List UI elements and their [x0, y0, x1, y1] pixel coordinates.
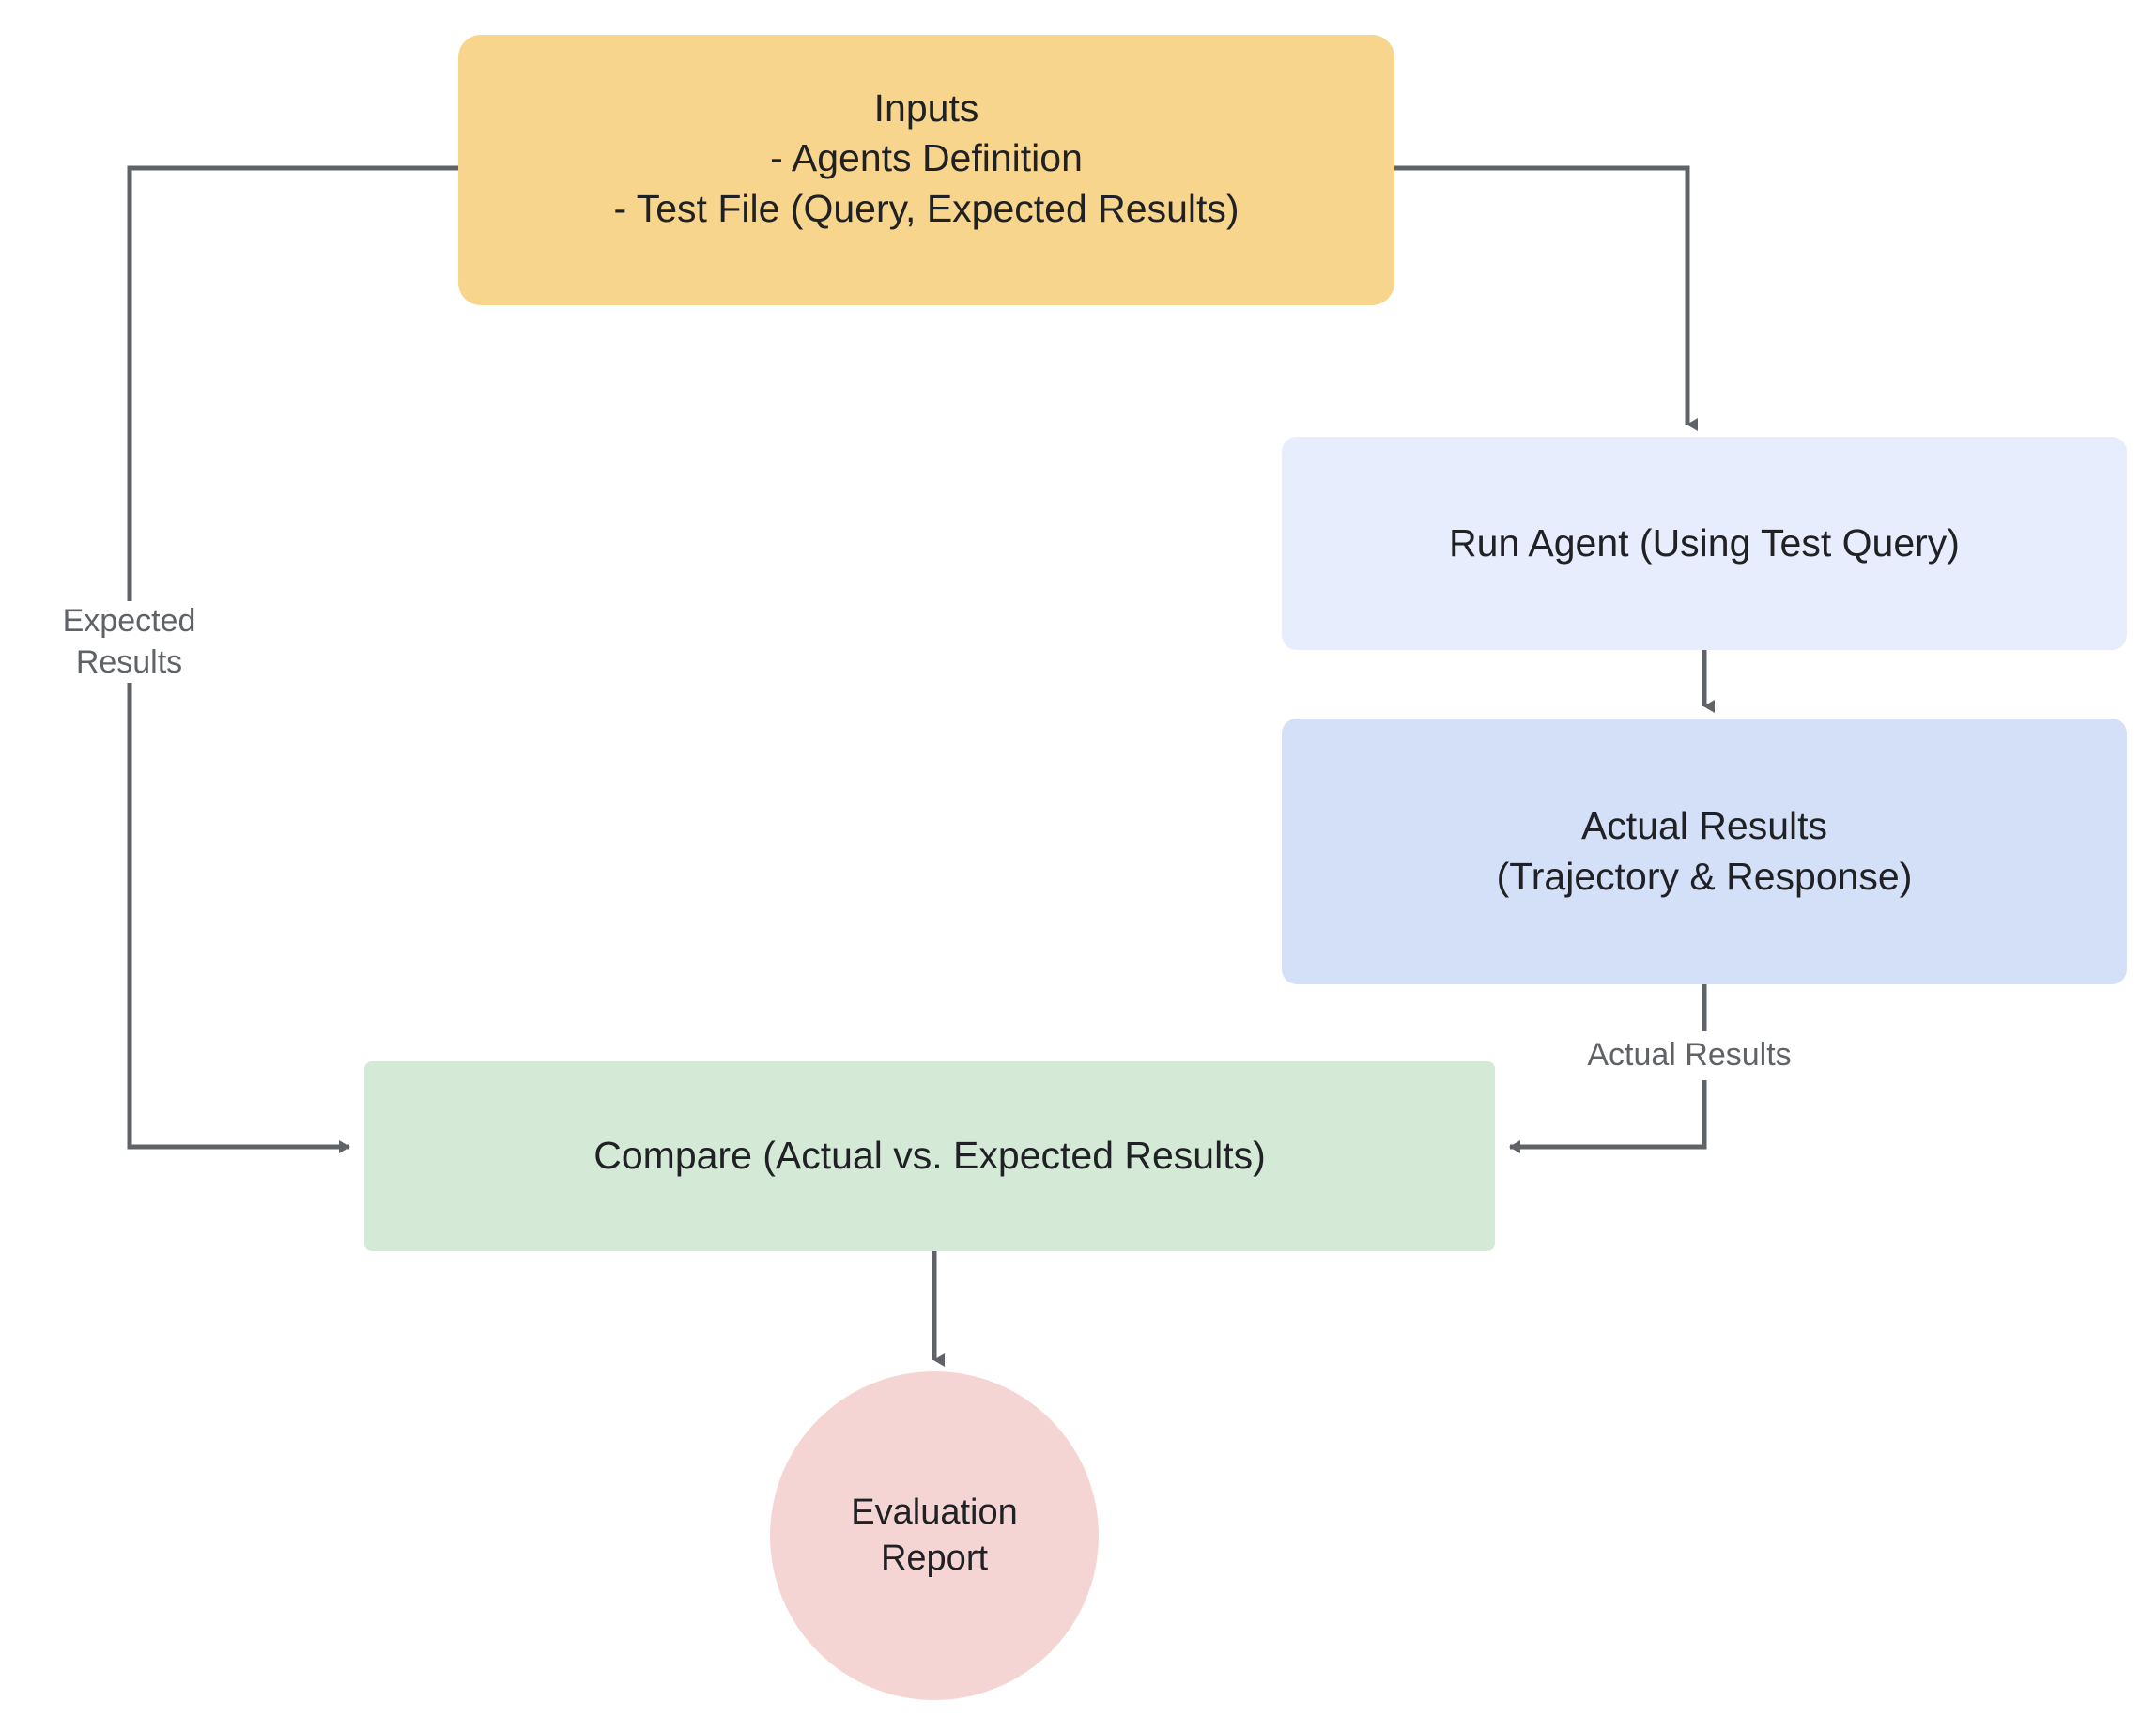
node-actual-results-label: Actual Results (Trajectory & Response) [1496, 804, 1913, 898]
node-actual-results[interactable]: Actual Results (Trajectory & Response) [1282, 719, 2127, 984]
node-evaluation-report[interactable]: Evaluation Report [770, 1371, 1099, 1700]
node-inputs-label: Inputs - Agents Definition - Test File (… [613, 86, 1240, 230]
node-compare-label: Compare (Actual vs. Expected Results) [593, 1134, 1266, 1178]
node-compare[interactable]: Compare (Actual vs. Expected Results) [364, 1061, 1495, 1251]
node-run-agent[interactable]: Run Agent (Using Test Query) [1282, 437, 2127, 650]
edge-inputs-to-run-agent [1394, 165, 1698, 431]
edge-label-actual-results: Actual Results [1563, 1031, 1816, 1080]
node-inputs[interactable]: Inputs - Agents Definition - Test File (… [458, 35, 1394, 305]
edge-label-expected-results: Expected Results [28, 601, 230, 684]
node-run-agent-label: Run Agent (Using Test Query) [1449, 520, 1960, 565]
node-evaluation-report-label: Evaluation Report [851, 1492, 1018, 1578]
